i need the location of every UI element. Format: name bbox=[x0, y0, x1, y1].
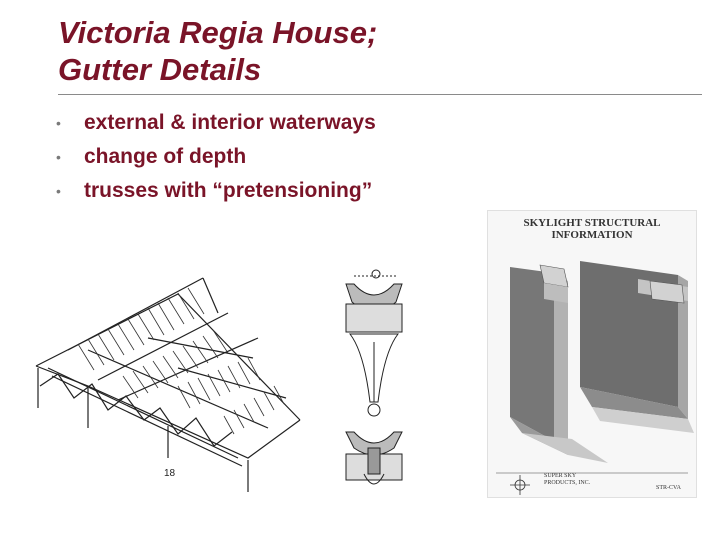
brochure-company: SUPER SKY PRODUCTS, INC. bbox=[544, 473, 590, 487]
roof-structure-svg: 18 bbox=[35, 277, 301, 492]
bullet-item: • trusses with “pretensioning” bbox=[56, 174, 376, 208]
brochure-code: STR-CVA bbox=[656, 485, 681, 491]
bullet-marker: • bbox=[56, 115, 61, 131]
bullet-marker: • bbox=[56, 183, 61, 199]
figure-caption-number: 18 bbox=[164, 468, 176, 479]
bullet-list: • external & interior waterways • change o… bbox=[56, 106, 376, 208]
bullet-text: change of depth bbox=[84, 145, 247, 168]
roof-structure-drawing: 18 bbox=[28, 258, 328, 500]
bullet-text: external & interior waterways bbox=[84, 111, 376, 134]
title-divider bbox=[58, 94, 702, 95]
brochure-company-line-2: PRODUCTS, INC. bbox=[544, 480, 591, 486]
bullet-marker: • bbox=[56, 149, 61, 165]
bullet-text: trusses with “pretensioning” bbox=[84, 179, 373, 202]
skylight-beam-render bbox=[496, 261, 694, 495]
brochure-title-line-2: INFORMATION bbox=[551, 229, 633, 241]
gutter-section-svg bbox=[345, 269, 403, 485]
gutter-section-drawing bbox=[334, 262, 414, 502]
bullet-item: • external & interior waterways bbox=[56, 106, 376, 140]
brochure-title: SKYLIGHT STRUCTURAL INFORMATION bbox=[488, 217, 696, 241]
bullet-item: • change of depth bbox=[56, 140, 376, 174]
brochure-title-line-1: SKYLIGHT STRUCTURAL bbox=[523, 217, 661, 229]
brochure-company-line-1: SUPER SKY bbox=[544, 473, 577, 479]
skylight-brochure: SKYLIGHT STRUCTURAL INFORMATION SUPER SK… bbox=[487, 210, 697, 498]
slide-title-line-1: Victoria Regia House; bbox=[58, 15, 378, 50]
slide-title: Victoria Regia House; Gutter Details bbox=[58, 14, 698, 88]
slide-title-line-2: Gutter Details bbox=[58, 52, 262, 87]
